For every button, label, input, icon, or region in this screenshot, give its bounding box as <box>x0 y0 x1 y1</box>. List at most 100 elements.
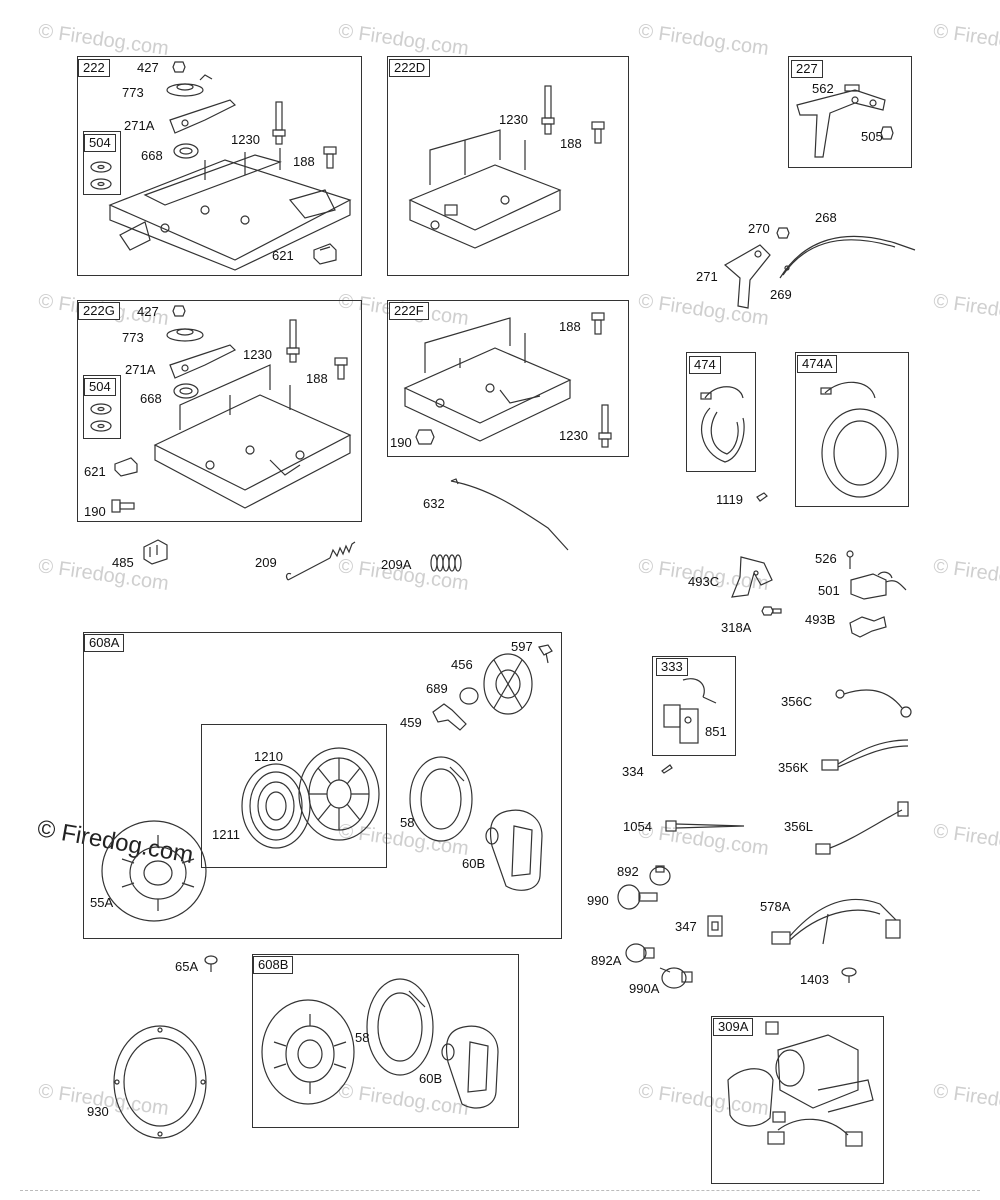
group-box-227 <box>788 56 912 168</box>
part-callout: 1119 <box>716 492 743 507</box>
switch-drawing <box>622 940 656 966</box>
group-tag-309A: 309A <box>713 1018 754 1036</box>
part-callout: 55A <box>90 895 114 910</box>
screw-drawing <box>845 550 855 570</box>
part-callout: 459 <box>400 715 422 730</box>
alternator-drawing <box>815 378 900 500</box>
starter-handle-drawing <box>440 1022 502 1112</box>
cable-drawing <box>775 228 920 283</box>
part-callout: 689 <box>426 681 448 696</box>
engine-base-plate-drawing <box>105 140 355 271</box>
nut-drawing <box>172 60 186 73</box>
part-callout: 268 <box>815 210 837 225</box>
washer-drawing <box>88 160 114 192</box>
alternator-drawing <box>695 378 750 466</box>
washer-drawing <box>88 402 114 434</box>
part-callout: 1230 <box>559 428 588 443</box>
part-callout: 65A <box>175 959 199 974</box>
part-callout: 1230 <box>499 112 528 127</box>
part-callout: 188 <box>293 154 315 169</box>
part-callout: 188 <box>559 319 581 334</box>
part-callout: 562 <box>812 81 834 96</box>
group-tag-608A: 608A <box>84 634 125 652</box>
stud-drawing <box>540 85 556 135</box>
recoil-spring-drawing <box>238 760 314 852</box>
part-callout: 1230 <box>243 347 272 362</box>
part-callout: 485 <box>112 555 134 570</box>
group-tag-222D: 222D <box>389 59 431 77</box>
footer-rule <box>20 1190 980 1195</box>
stud-drawing <box>271 101 287 145</box>
group-tag-227: 227 <box>791 60 823 78</box>
group-box-309A <box>711 1016 884 1184</box>
part-callout: 347 <box>675 919 697 934</box>
starter-motor-drawing <box>718 1020 878 1178</box>
clip-drawing <box>312 240 338 266</box>
part-callout: 188 <box>306 371 328 386</box>
part-callout: 493B <box>805 612 836 627</box>
part-callout: 270 <box>748 221 770 236</box>
part-callout: 60B <box>462 856 486 871</box>
part-callout: 773 <box>122 330 144 345</box>
wire-harness-drawing <box>828 680 913 720</box>
part-callout: 190 <box>84 504 106 519</box>
bolt-drawing <box>333 357 349 380</box>
stud-drawing <box>597 404 613 448</box>
inner-box-608A <box>201 724 387 868</box>
part-callout: 209 <box>255 555 277 570</box>
fuse-holder-drawing <box>706 914 724 938</box>
part-callout: 930 <box>87 1104 109 1119</box>
part-callout: 621 <box>272 248 294 263</box>
part-callout: 271 <box>696 269 718 284</box>
part-callout: 269 <box>770 287 792 302</box>
starter-handle-drawing <box>484 806 546 894</box>
part-callout: 632 <box>423 496 445 511</box>
part-callout: 456 <box>451 657 473 672</box>
retainer-ring-drawing <box>458 686 480 706</box>
group-box-333 <box>652 656 736 756</box>
wire-harness-drawing <box>768 884 908 962</box>
friction-plate-drawing <box>480 650 538 716</box>
watermark: © Firedog.com <box>36 20 171 61</box>
watermark: © Firedog.com <box>931 820 1000 861</box>
watermark: © Firedog.com <box>931 555 1000 596</box>
group-box-222D <box>387 56 629 276</box>
clip-drawing <box>113 454 139 478</box>
part-callout: 578A <box>760 899 791 914</box>
starter-solenoid-drawing <box>658 675 718 750</box>
group-box-222F <box>387 300 629 457</box>
ignition-key-drawing <box>615 882 660 912</box>
group-tag-333: 333 <box>656 658 688 676</box>
group-box-222 <box>77 56 362 276</box>
part-callout: 505 <box>861 129 883 144</box>
engine-base-plate-drawing <box>150 364 355 510</box>
throttle-lever-drawing <box>720 240 780 310</box>
bolt-drawing <box>590 312 606 335</box>
part-callout: 356L <box>784 819 813 834</box>
wire-harness-drawing <box>812 800 912 860</box>
bracket-drawing <box>140 537 170 565</box>
part-callout: 209A <box>381 557 412 572</box>
wire-harness-drawing <box>818 732 913 776</box>
bracket-drawing <box>795 84 895 160</box>
group-tag-222F: 222F <box>389 302 429 320</box>
screw-drawing <box>761 604 782 618</box>
subgroup-tag-504: 504 <box>84 378 116 396</box>
cable-tie-drawing <box>664 817 746 835</box>
group-tag-474A: 474A <box>797 355 838 373</box>
part-callout: 851 <box>705 724 727 739</box>
part-callout: 892 <box>617 864 639 879</box>
bracket-drawing <box>726 555 776 600</box>
group-box-608B <box>252 954 519 1128</box>
part-callout: 190 <box>390 435 412 450</box>
screw-drawing <box>536 643 554 665</box>
part-callout: 318A <box>721 620 752 635</box>
watermark: © Firedog.com <box>636 20 771 61</box>
watermark: © Firedog.com <box>931 20 1000 61</box>
link-wire-drawing <box>448 478 573 553</box>
bolt-drawing <box>590 121 606 144</box>
bolt-drawing <box>111 497 135 515</box>
cover-drawing <box>105 1020 210 1140</box>
recoil-spring-drawing <box>363 975 437 1080</box>
